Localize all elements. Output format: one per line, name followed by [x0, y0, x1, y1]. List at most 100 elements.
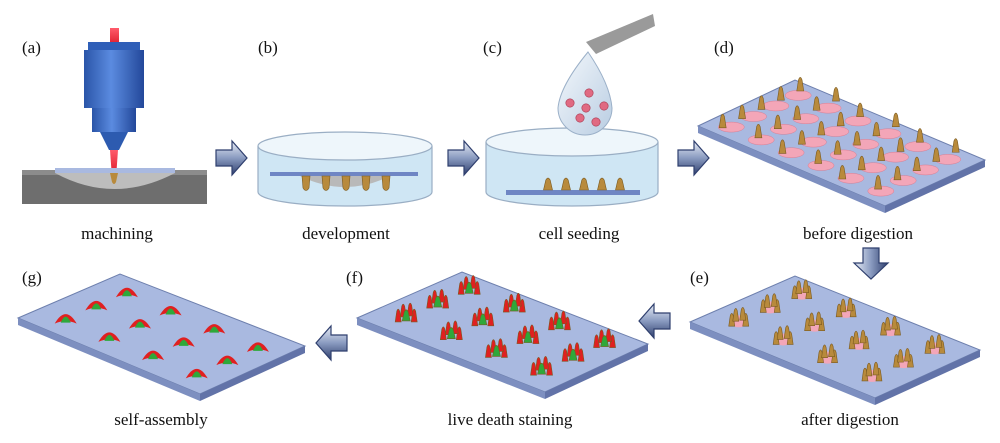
- seed-pillar: [561, 177, 571, 191]
- cell: [882, 151, 909, 163]
- printed-pillar: [110, 173, 118, 184]
- pillar: [757, 95, 766, 110]
- live-cell: [433, 295, 443, 308]
- pillar: [838, 165, 847, 180]
- dead-cell: [530, 362, 537, 376]
- pillar: [916, 128, 924, 143]
- pillar: [896, 137, 905, 152]
- pillar: [793, 105, 802, 120]
- pillar: [951, 138, 960, 153]
- live-cell: [509, 299, 519, 312]
- pillar: [839, 298, 847, 313]
- droplet-cell: [581, 103, 591, 113]
- objective-body: [84, 50, 144, 108]
- dead-cell: [457, 281, 465, 295]
- seeded-pillars: [543, 177, 625, 191]
- pipette-tip: [586, 14, 655, 54]
- objective-nose: [92, 108, 136, 132]
- caption-self-assembly: self-assembly: [114, 410, 208, 429]
- plate-f-front: [357, 318, 545, 399]
- seeding-glass-slide: [506, 190, 640, 195]
- dev-glass-slide: [270, 172, 418, 176]
- panel-d-before-digestion: [696, 77, 987, 213]
- dev-pillar: [301, 175, 311, 191]
- pillar: [928, 335, 936, 349]
- pillar: [795, 280, 803, 294]
- plate-g-side: [200, 346, 305, 401]
- pillar: [798, 130, 806, 145]
- pillar: [897, 349, 904, 363]
- pillar: [904, 348, 911, 362]
- pillar: [865, 362, 873, 377]
- dead-cell: [516, 330, 524, 344]
- dead-cell: [561, 348, 569, 362]
- pillar: [739, 307, 747, 321]
- droplet-cell: [575, 113, 585, 123]
- live-cell: [464, 281, 474, 294]
- pillar: [913, 156, 921, 171]
- caption-live-death-staining: live death staining: [447, 410, 573, 429]
- seeding-dish-wall: [485, 142, 659, 207]
- pillar: [935, 334, 943, 348]
- caption-cell-seeding: cell seeding: [538, 224, 620, 243]
- plate-e-content: [728, 279, 946, 382]
- droplet-cell: [584, 88, 594, 98]
- cell: [822, 126, 849, 137]
- dev-pillars: [301, 175, 391, 191]
- droplet-cells: [565, 88, 609, 127]
- petri-dish-rim: [257, 131, 433, 161]
- pillar: [776, 326, 784, 340]
- caption-machining: machining: [81, 224, 153, 243]
- plate-d-top: [696, 79, 987, 207]
- pillar: [773, 114, 782, 129]
- cell: [844, 115, 872, 127]
- pillar: [778, 139, 787, 154]
- pillar: [891, 112, 900, 127]
- dev-pillar: [321, 175, 331, 191]
- dead-cell: [394, 308, 402, 323]
- assembly-inner: [222, 358, 233, 365]
- live-cell: [492, 345, 501, 357]
- pillar: [872, 121, 881, 137]
- pillar: [872, 361, 880, 376]
- cell: [770, 124, 797, 135]
- droplet-cell: [565, 98, 575, 108]
- assembly-inner: [165, 308, 176, 315]
- dead-cell: [439, 326, 447, 340]
- pillar: [852, 330, 860, 345]
- pillar: [817, 121, 826, 136]
- dead-cell: [426, 295, 434, 309]
- plate-g-content: [54, 287, 269, 379]
- pillar: [812, 96, 821, 111]
- dev-pillar: [361, 175, 371, 191]
- arrow-a-to-b: [215, 139, 248, 177]
- arrow-e-to-f: [638, 302, 671, 340]
- dev-pillar: [341, 175, 351, 191]
- arrow-f-to-g: [315, 324, 348, 362]
- objective-tip: [100, 132, 128, 150]
- pillar: [874, 175, 882, 190]
- live-cell: [568, 349, 578, 361]
- panel-g-self-assembly: [16, 273, 307, 401]
- assembly-inner: [91, 303, 102, 310]
- plate-g-top: [16, 273, 307, 395]
- arrow-b-to-c: [447, 139, 480, 177]
- dead-cell: [471, 312, 479, 327]
- live-cell: [537, 362, 546, 375]
- plate-e-side: [875, 350, 980, 405]
- seed-pillar: [543, 177, 553, 191]
- plate-d-side: [885, 160, 985, 213]
- pillar: [833, 140, 842, 155]
- panel-f-letter: (f): [346, 268, 363, 287]
- plate-d-front: [698, 126, 885, 213]
- pillar: [856, 102, 864, 117]
- assembly-inner: [191, 371, 202, 378]
- pillar: [877, 146, 885, 161]
- pillar: [832, 87, 840, 102]
- pillar: [796, 77, 805, 92]
- panel-c-cell-seeding: [485, 14, 659, 207]
- droplet-cell: [591, 117, 601, 127]
- panel-b-letter: (b): [258, 38, 278, 57]
- assembly-inner: [178, 339, 189, 346]
